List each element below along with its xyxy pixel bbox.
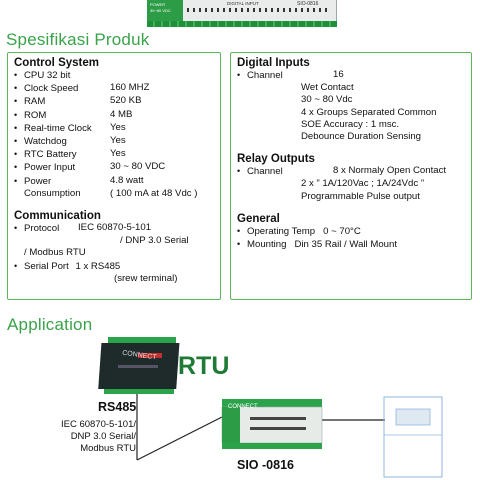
ro-detail-line: 2 x ” 1A/120Vac ; 1A/24Vdc ” xyxy=(301,178,425,190)
spec-value: 520 KB xyxy=(110,95,142,107)
ro-channel-label: Channel xyxy=(247,166,283,178)
consumption-row: Consumption ( 100 mA at 48 Vdc ) xyxy=(14,188,220,200)
spec-label: Power Input xyxy=(24,162,76,174)
spec-label: Real-time Clock xyxy=(24,122,92,134)
general-value: 0 ~ 70°C xyxy=(323,225,361,237)
spec-value: 160 MHZ xyxy=(110,82,150,94)
spec-value: 30 ~ 80 VDC xyxy=(110,161,166,173)
serial-value: 1 x RS485 xyxy=(75,260,121,272)
di-channel-label: Channel xyxy=(247,70,283,81)
serial-line-2: (srew terminal) xyxy=(114,272,178,284)
di-channel-value: 16 xyxy=(333,69,344,80)
protocol-value: IEC 60870-5-101 xyxy=(78,222,152,234)
di-detail-line: Wet Contact xyxy=(301,82,354,94)
led-strip xyxy=(187,8,327,12)
top-device-image: POWER 30~80 VDC DIGITAL INPUT SIO-0816 xyxy=(147,0,337,27)
spec-title: Spesifikasi Produk xyxy=(6,30,150,49)
sio-device xyxy=(221,399,323,449)
digital-inputs-heading: Digital Inputs xyxy=(237,57,310,69)
general-value: Din 35 Rail / Wall Mount xyxy=(294,239,398,251)
communication-heading: Communication xyxy=(14,210,101,223)
rs485-connection-line xyxy=(136,416,223,461)
spec-label: Watchdog xyxy=(24,136,67,148)
protocol-line-2: / DNP 3.0 Serial xyxy=(120,235,189,247)
spec-label: RTC Battery xyxy=(24,149,77,161)
di-detail-line: 30 ~ 80 Vdc xyxy=(301,94,353,106)
serial-row: •Serial Port 1 x RS485 xyxy=(14,260,121,272)
sio-brand-label: CONNECT xyxy=(228,404,258,410)
protocol-line-dnp: DNP 3.0 Serial/ xyxy=(70,431,136,442)
serial-label: Serial Port xyxy=(24,260,69,272)
spec-value: Yes xyxy=(110,135,126,147)
ro-channel-value: 8 x Normaly Open Contact xyxy=(333,165,447,177)
general-item: •Mounting Din 35 Rail / Wall Mount xyxy=(237,239,398,251)
rtu-device xyxy=(98,337,180,394)
general-label: Operating Temp xyxy=(247,225,316,237)
spec-label: ROM xyxy=(24,109,47,121)
control-system-heading: Control System xyxy=(14,57,99,69)
spec-label: Clock Speed xyxy=(24,83,79,95)
consumption-value: ( 100 mA at 48 Vdc ) xyxy=(110,187,198,199)
ro-detail-line: Programmable Pulse output xyxy=(301,190,420,202)
protocol-line-modbus: Modbus RTU xyxy=(80,443,136,454)
protocol-line-iec: IEC 60870-5-101/ xyxy=(61,419,136,430)
protocol-row: •Protocol IEC 60870-5-101 xyxy=(14,222,152,235)
spec-label: RAM xyxy=(24,96,46,108)
general-item: •Operating Temp 0 ~ 70°C xyxy=(237,225,361,237)
ro-channel-row: •Channel 8 x Normaly Open Contact xyxy=(237,165,447,178)
di-detail-line: SOE Accuracy : 1 msc. xyxy=(301,118,400,130)
protocol-label: Protocol xyxy=(24,223,60,235)
general-label: Mounting xyxy=(247,239,287,251)
general-heading: General xyxy=(237,212,280,225)
consumption-label: Consumption xyxy=(24,187,81,199)
spec-label: CPU 32 bit xyxy=(24,70,71,81)
spec-value: Yes xyxy=(110,121,126,133)
rtu-label: RTU xyxy=(178,352,230,380)
terminal-block xyxy=(147,21,337,27)
relay-outputs-heading: Relay Outputs xyxy=(237,153,315,166)
device-power-label: POWER xyxy=(150,2,166,7)
spec-value: 4 MB xyxy=(110,108,133,120)
application-title: Application xyxy=(7,315,93,334)
application-diagram xyxy=(98,337,443,478)
protocol-line-3: / Modbus RTU xyxy=(24,247,86,259)
spec-value: 4.8 watt xyxy=(110,174,144,186)
device-digital-label: DIGITAL INPUT xyxy=(227,1,259,6)
di-channel-row: •Channel 16 xyxy=(237,69,344,81)
device-model-label: SIO-0816 xyxy=(297,1,319,7)
panel-cabinet-icon xyxy=(383,396,443,478)
spec-item: •CPU 32 bit xyxy=(14,70,71,81)
spec-value: Yes xyxy=(110,148,126,160)
protocol-lines: IEC 60870-5-101/ DNP 3.0 Serial/ Modbus … xyxy=(40,419,136,455)
sio-label: SIO -0816 xyxy=(237,458,294,472)
di-detail-line: Debounce Duration Sensing xyxy=(301,131,422,143)
spec-label: Power xyxy=(24,175,52,187)
device-dc-label: 30~80 VDC xyxy=(150,8,171,13)
rs485-label: RS485 xyxy=(98,400,137,414)
di-detail-line: 4 x Groups Separated Common xyxy=(301,106,437,118)
